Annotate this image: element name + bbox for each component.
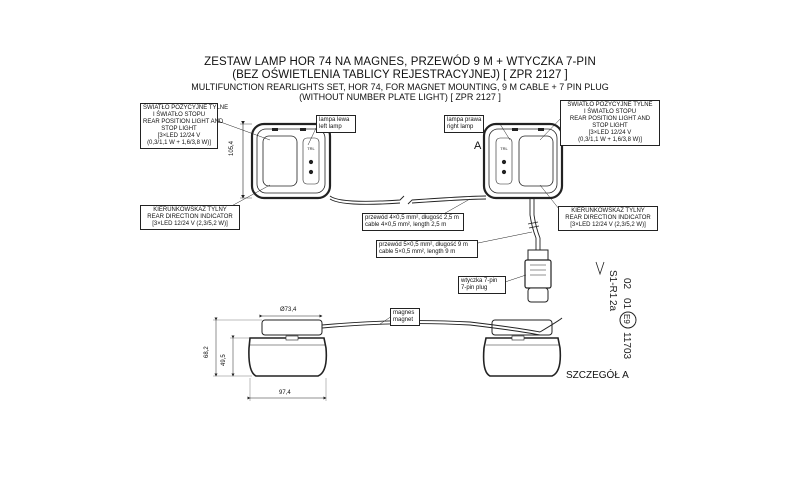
side-view-left-lamp [248,319,328,377]
approval-number: 11703 [621,332,632,360]
box-line: STOP LIGHT [161,126,197,132]
box-line: left lamp [319,124,342,130]
svg-text:TRL: TRL [500,146,508,151]
cable-4-box: przewód 4×0,5 mm², długość 2,5 m cable 4… [362,213,464,231]
box-line: [3×LED 12/24 V (2,3/5,2 W)] [570,222,646,228]
box-line: wtyczka 7-pin [461,278,498,284]
box-line: (0,3/1,1 W + 1,6/3,8 W)] [147,140,211,146]
box-line: [3×LED 12/24 V [157,133,201,139]
box-line: ŚWIATŁO POZYCYJNE TYLNE [143,105,229,111]
cable-plug [529,198,537,250]
dim-body-height: 49,5 [221,354,227,366]
left-indicator-box: KIERUNKOWSKAZ TYLNY REAR DIRECTION INDIC… [140,205,240,230]
box-line: 7-pin plug [461,285,488,291]
left-lamp-drawing: TRL [250,122,332,200]
marking-line-2a: 02 [621,278,632,290]
left-lamp-label: lampa lewa left lamp [316,115,356,133]
box-line: przewód 5×0,5 mm², długość 9 m [379,242,468,248]
title-line-3: MULTIFUNCTION REARLIGHTS SET, HOR 74, FO… [191,82,609,92]
box-line: magnet [393,317,414,323]
title-line-1: ZESTAW LAMP HOR 74 NA MAGNES, PRZEWÓD 9 … [204,56,596,68]
title-line-4: (WITHOUT NUMBER PLATE LIGHT) [ ZPR 2127 … [299,92,501,102]
plug-box: wtyczka 7-pin 7-pin plug [458,276,506,294]
box-line: magnes [393,310,415,316]
box-line: right lamp [447,124,474,130]
plug-drawing [524,249,552,303]
left-position-light-box: ŚWIATŁO POZYCYJNE TYLNE I ŚWIATŁO STOPU … [140,103,229,149]
cable-5-box: przewód 5×0,5 mm², długość 9 m cable 5×0… [376,240,478,258]
box-line: I ŚWIATŁO STOPU [152,112,206,118]
box-line: I ŚWIATŁO STOPU [583,109,637,115]
box-line: cable 4×0,5 mm², length 2,5 m [365,222,447,228]
right-lamp-drawing: TRL [482,122,564,200]
box-line: cable 5×0,5 mm², length 9 m [379,249,456,255]
svg-text:TRL: TRL [307,146,315,151]
box-line: REAR DIRECTION INDICATOR [565,215,651,221]
box-line: przewód 4×0,5 mm², długość 2,5 m [365,215,459,221]
side-view-cable [321,320,541,333]
dim-width: 97,4 [279,390,291,396]
box-line: KIERUNKOWSKAZ TYLNY [571,208,645,214]
right-position-light-box: ŚWIATŁO POZYCYJNE TYLNE I ŚWIATŁO STOPU … [560,100,660,146]
detail-a-marking: S1-R1 2a 02 01 E9 11703 [607,270,637,360]
right-lamp-label: lampa prawa right lamp [444,115,484,133]
approval-mark: E9 [622,314,631,324]
detail-caption: SZCZEGÓŁ A [566,370,629,381]
box-line: KIERUNKOWSKAZ TYLNY [153,207,227,213]
title-line-2: (BEZ OŚWIETLENIA TABLICY REJESTRACYJNEJ)… [232,69,568,81]
right-indicator-box: KIERUNKOWSKAZ TYLNY REAR DIRECTION INDIC… [558,206,658,231]
box-line: lampa lewa [319,117,350,123]
dim-total-height: 68,2 [204,346,210,358]
dim-lamp-height: 105,4 [229,140,235,156]
cable-lamps [329,195,487,205]
box-line: ŚWIATŁO POZYCYJNE TYLNE [567,102,653,108]
dim-magnet-diameter: Ø73,4 [280,307,297,313]
box-line: [3×LED 12/24 V [588,130,632,136]
box-line: lampa prawa [447,117,482,123]
marking-code: S1-R1 [607,270,618,299]
box-line: REAR POSITION LIGHT AND [143,119,224,125]
box-line: (0,3/1,1 W + 1,6/3,8 W)] [578,137,642,143]
box-line: [3×LED 12/24 V (2,3/5,2 W)] [152,221,228,227]
detail-letter: A [474,140,482,152]
box-line: REAR DIRECTION INDICATOR [147,214,233,220]
marking-code-2: 2a [607,300,618,312]
box-line: STOP LIGHT [592,123,628,129]
box-line: REAR POSITION LIGHT AND [569,116,651,122]
magnet-box: magnes magnet [390,308,420,326]
marking-line-2b: 01 [621,298,632,310]
